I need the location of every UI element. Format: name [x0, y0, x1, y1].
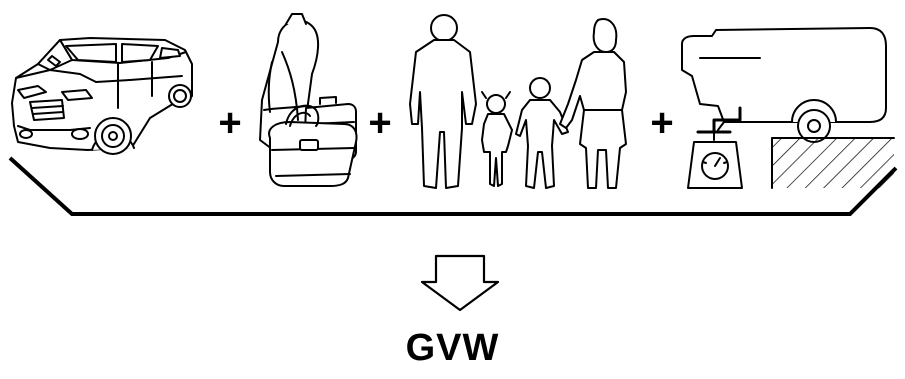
- girl-figure-icon: [481, 91, 513, 187]
- scale-icon: [687, 130, 743, 189]
- family-icon: [409, 14, 627, 189]
- plus-sign-2: +: [368, 101, 391, 145]
- plus-sign-3: +: [650, 101, 673, 145]
- plus-sign-1: +: [218, 101, 241, 145]
- down-arrow-icon: [420, 254, 500, 312]
- gvw-label: GVW: [405, 327, 500, 369]
- boy-figure-icon: [515, 77, 569, 189]
- summation-tray: [8, 156, 898, 216]
- car-icon: [11, 37, 193, 155]
- trailer-scale-icon: [681, 27, 895, 189]
- father-figure-icon: [409, 14, 477, 189]
- mother-figure-icon: [559, 18, 627, 189]
- luggage-icon: [259, 13, 358, 187]
- trailer-icon: [681, 27, 887, 143]
